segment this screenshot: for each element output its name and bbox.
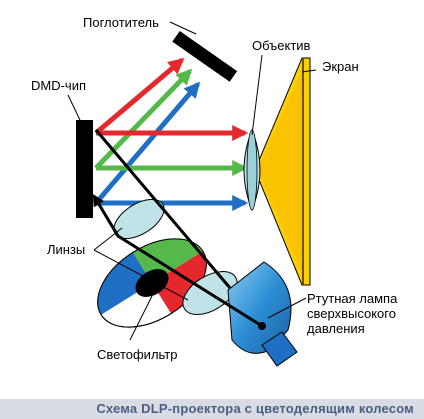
label-lamp-line3: давления [307,321,365,336]
label-lamp-line2: сверхвысокого [307,306,396,321]
leader-absorber [169,21,197,35]
label-screen: Экран [322,59,359,74]
leader-filter [129,295,153,341]
label-lamp-line1: Ртутная лампа [307,291,398,306]
leader-screen [301,69,317,73]
light-path-secondary [94,129,232,289]
leader-objective [251,54,263,136]
blue-beam-to-absorber [94,81,201,205]
label-objective: Объектив [252,38,311,53]
leader-lenses [93,227,123,251]
lens-upper [113,198,165,240]
diagram-canvas: Поглотитель DMD-чип Объектив Экран Линзы… [31,15,398,367]
label-dmd-chip: DMD-чип [31,78,86,93]
absorber [172,31,238,82]
label-lenses: Линзы [47,242,85,257]
mercury-lamp [227,261,298,367]
green-beam-to-absorber [94,68,193,170]
screen-shade [258,70,302,273]
objective-lens-rim [246,129,258,211]
figure-caption: Схема DLP-проектора с цветоделящим колес… [96,401,414,416]
leader-lamp [267,297,307,319]
leader-dmd [67,94,81,121]
dmd-chip [76,120,93,218]
caption-bar [0,399,424,419]
label-absorber: Поглотитель [83,15,159,30]
color-wheel [97,238,207,328]
red-beam-to-absorber [94,57,185,135]
light-path [92,193,263,328]
label-color-filter: Светофильтр [97,347,177,362]
leader-lenses-2 [93,249,189,301]
